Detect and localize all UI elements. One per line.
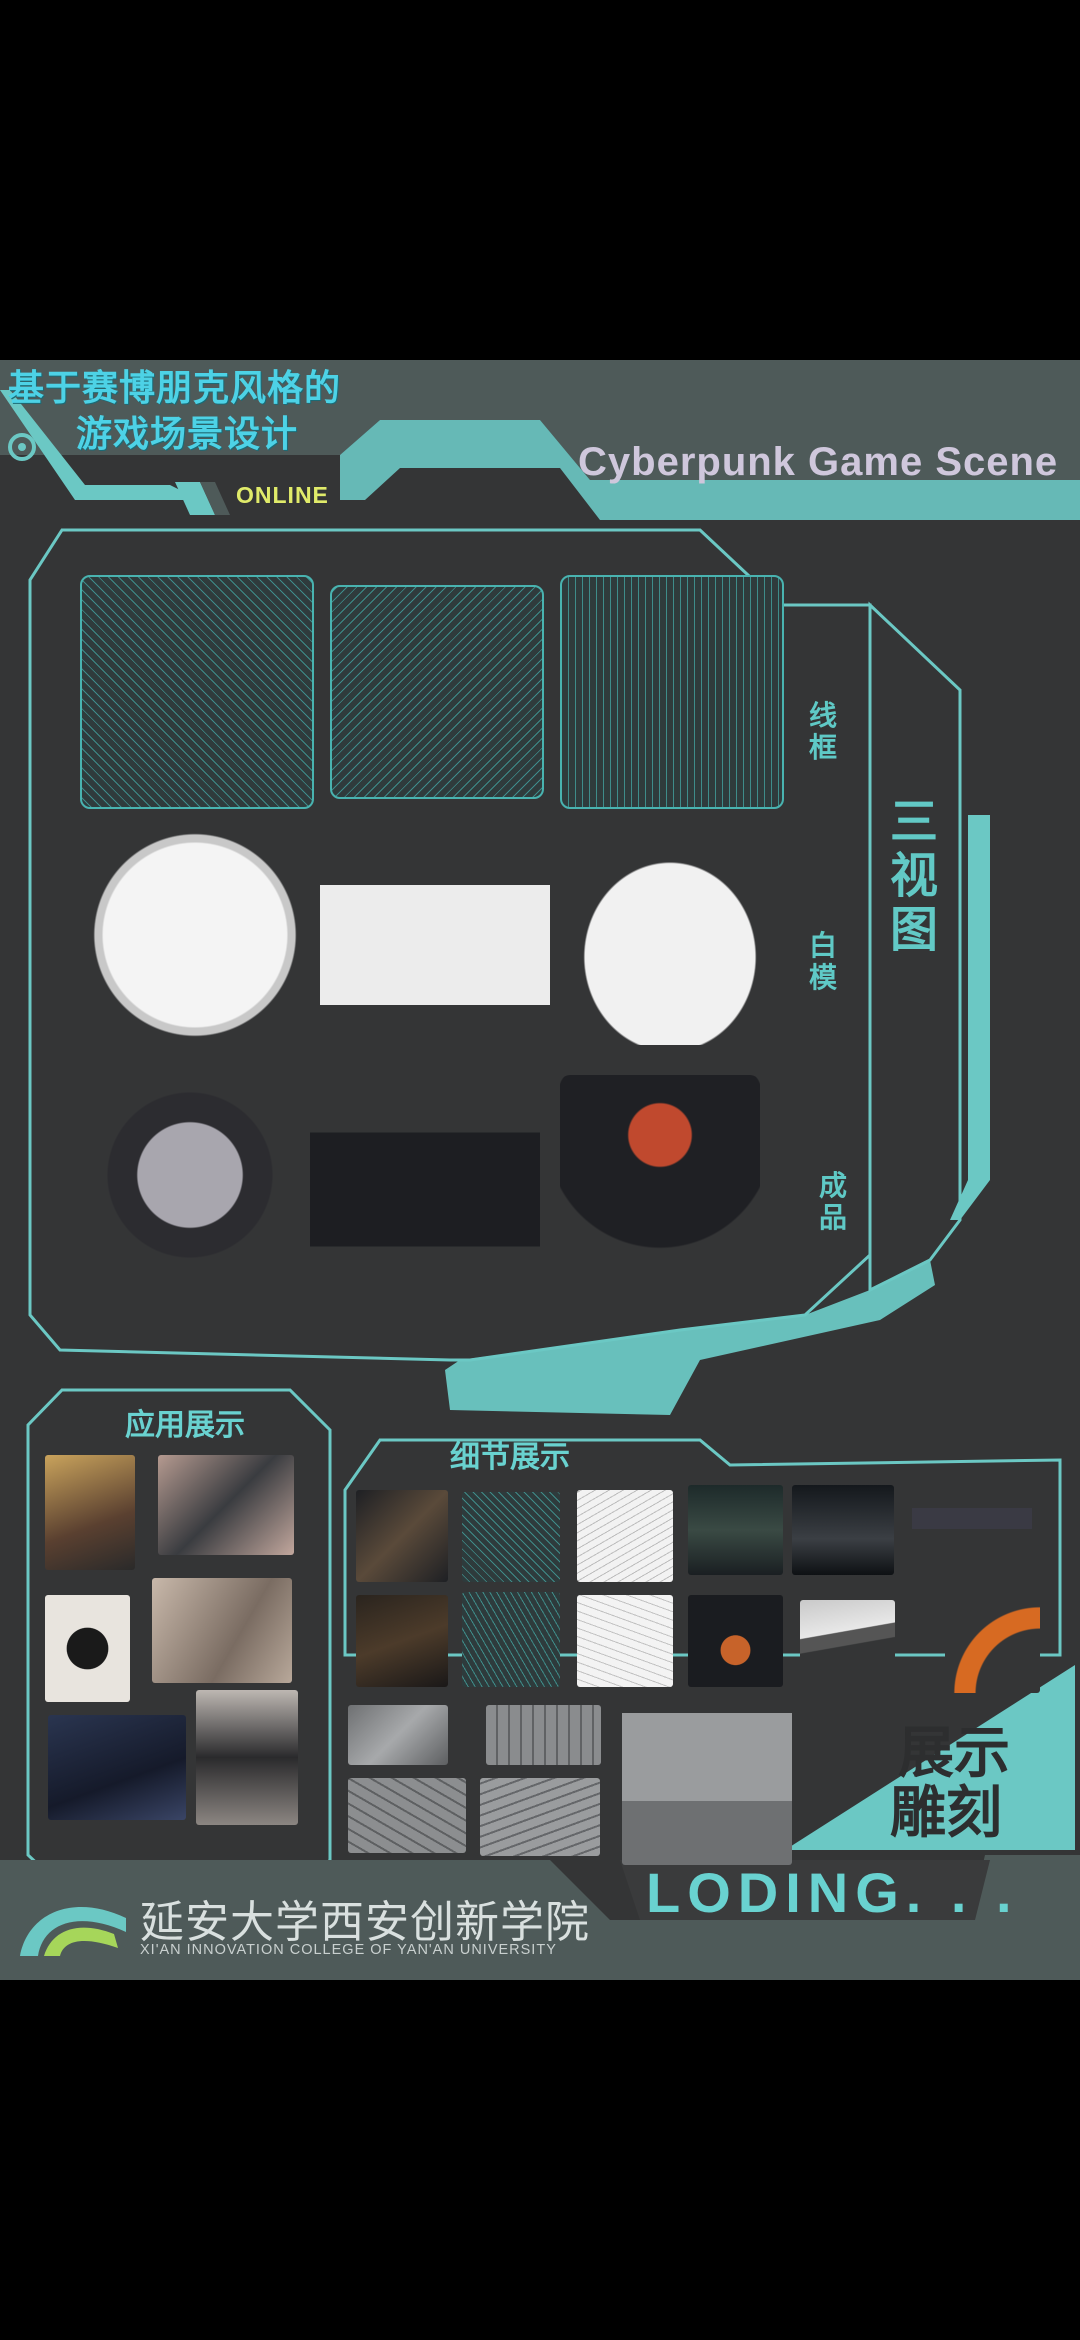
detail-thumb-5	[792, 1485, 894, 1575]
detail-thumb-8	[462, 1592, 560, 1687]
carving-label-line2: 雕刻	[890, 1781, 1002, 1846]
app-photo-tablet	[158, 1455, 294, 1555]
row-label-wireframe: 线框	[808, 699, 837, 764]
app-photo-mousepad	[152, 1578, 292, 1683]
sculpt-thumb-5	[480, 1778, 600, 1856]
app-photo-tote-bag	[45, 1595, 130, 1702]
three-view-grid	[70, 575, 790, 1335]
white-model-side	[320, 845, 550, 1045]
carving-label-line1: 展示	[898, 1721, 1010, 1786]
app-photo-phone-case	[45, 1455, 135, 1570]
row-label-white-model: 白模	[808, 929, 837, 994]
title-cn-line2: 游戏场景设计	[76, 414, 299, 455]
app-photo-figure	[196, 1690, 298, 1825]
detail-thumb-11	[800, 1600, 895, 1680]
college-name-en: XI'AN INNOVATION COLLEGE OF YAN'AN UNIVE…	[140, 1942, 557, 1958]
detail-thumb-2	[462, 1492, 560, 1582]
loading-text: LODING. . .	[646, 1861, 1019, 1924]
college-name-cn: 延安大学西安创新学院	[140, 1897, 590, 1948]
wireframe-model-top	[560, 575, 784, 809]
three-view-stamp: 三 视 图	[890, 794, 939, 958]
app-photo-pillow	[48, 1715, 186, 1820]
sculpt-thumb-2	[486, 1705, 601, 1765]
white-model-top	[550, 825, 790, 1045]
sculpt-thumb-1	[348, 1705, 448, 1765]
detail-thumb-9	[577, 1595, 673, 1687]
render-model-side	[310, 1085, 540, 1275]
detail-title: 细节展示	[450, 1440, 570, 1475]
detail-thumb-7	[356, 1595, 448, 1687]
detail-thumb-10	[688, 1595, 783, 1687]
poster: 基于赛博朋克风格的 游戏场景设计 Cyberpunk Game Scene ON…	[0, 360, 1080, 1980]
title-cn-line1: 基于赛博朋克风格的	[8, 368, 342, 409]
sculpt-thumb-3	[622, 1705, 792, 1865]
sculpt-thumb-4	[348, 1778, 466, 1853]
three-view-stamp-char-2: 视	[890, 848, 939, 904]
title-en: Cyberpunk Game Scene	[578, 440, 1059, 484]
wireframe-model-front	[80, 575, 314, 809]
frame-decoration	[0, 360, 1080, 1980]
detail-thumb-3	[577, 1490, 673, 1582]
render-model-front	[80, 1075, 300, 1275]
college-logo-icon	[20, 1907, 126, 1956]
detail-thumb-1	[356, 1490, 448, 1582]
wireframe-model-side	[330, 585, 544, 799]
detail-thumb-12	[945, 1588, 1040, 1693]
detail-thumb-4	[688, 1485, 783, 1575]
application-title: 应用展示	[125, 1408, 245, 1443]
online-label: ONLINE	[236, 482, 329, 508]
three-view-stamp-char-1: 三	[890, 794, 939, 850]
three-view-stamp-char-3: 图	[890, 902, 939, 958]
white-model-front	[70, 825, 320, 1045]
detail-thumb-6	[912, 1480, 1032, 1550]
row-label-final: 成品	[818, 1169, 847, 1234]
render-model-top	[560, 1075, 760, 1275]
